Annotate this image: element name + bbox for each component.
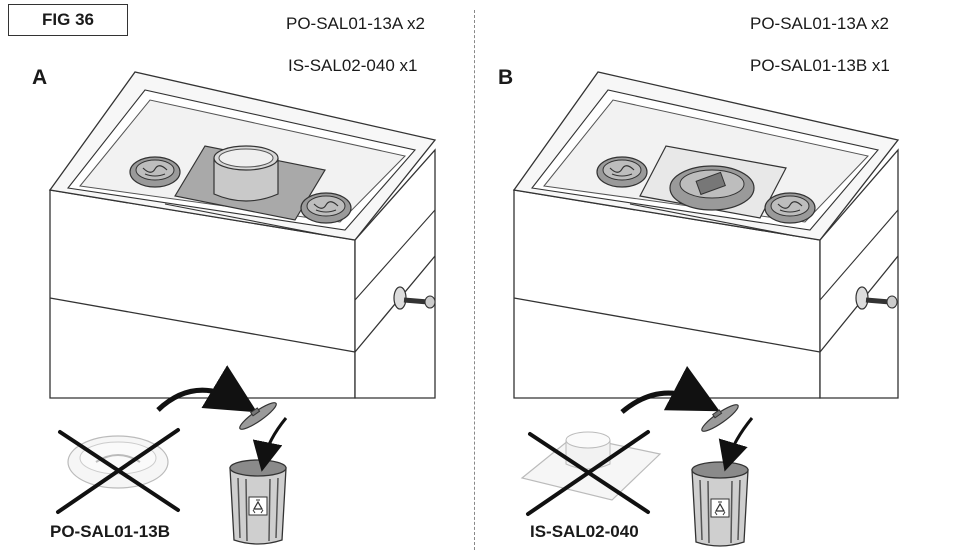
trash-bin-icon-b xyxy=(692,400,748,546)
trash-bin-icon-a xyxy=(230,398,286,544)
panel-a-part-1: PO-SAL01-13A x2 xyxy=(286,14,425,33)
panel-b-discard-caption: IS-SAL02-040 xyxy=(530,522,639,541)
panel-b-hood xyxy=(512,71,900,399)
panel-a-hood xyxy=(48,71,437,399)
curved-arrow-icon-b xyxy=(620,365,720,414)
panel-a-part-2: IS-SAL02-040 x1 xyxy=(288,56,418,75)
panel-divider xyxy=(474,10,475,550)
panel-b-part-2: PO-SAL01-13B x1 xyxy=(750,56,890,75)
vent-left-b xyxy=(596,156,648,188)
panel-a-discarded-part xyxy=(67,435,169,489)
vent-right-a xyxy=(300,192,352,224)
vent-right-b xyxy=(764,192,816,224)
panel-a-letter: A xyxy=(32,66,48,89)
cross-out-icon-a xyxy=(56,428,180,514)
panel-b-part-1: PO-SAL01-13A x2 xyxy=(750,14,889,33)
panel-b-letter: B xyxy=(498,66,514,89)
cross-out-icon-b xyxy=(526,430,650,516)
panel-a-discard-caption: PO-SAL01-13B xyxy=(50,522,170,541)
vent-left-a xyxy=(129,156,181,188)
figure-label: FIG 36 xyxy=(8,4,128,36)
curved-arrow-icon-a xyxy=(156,365,258,413)
